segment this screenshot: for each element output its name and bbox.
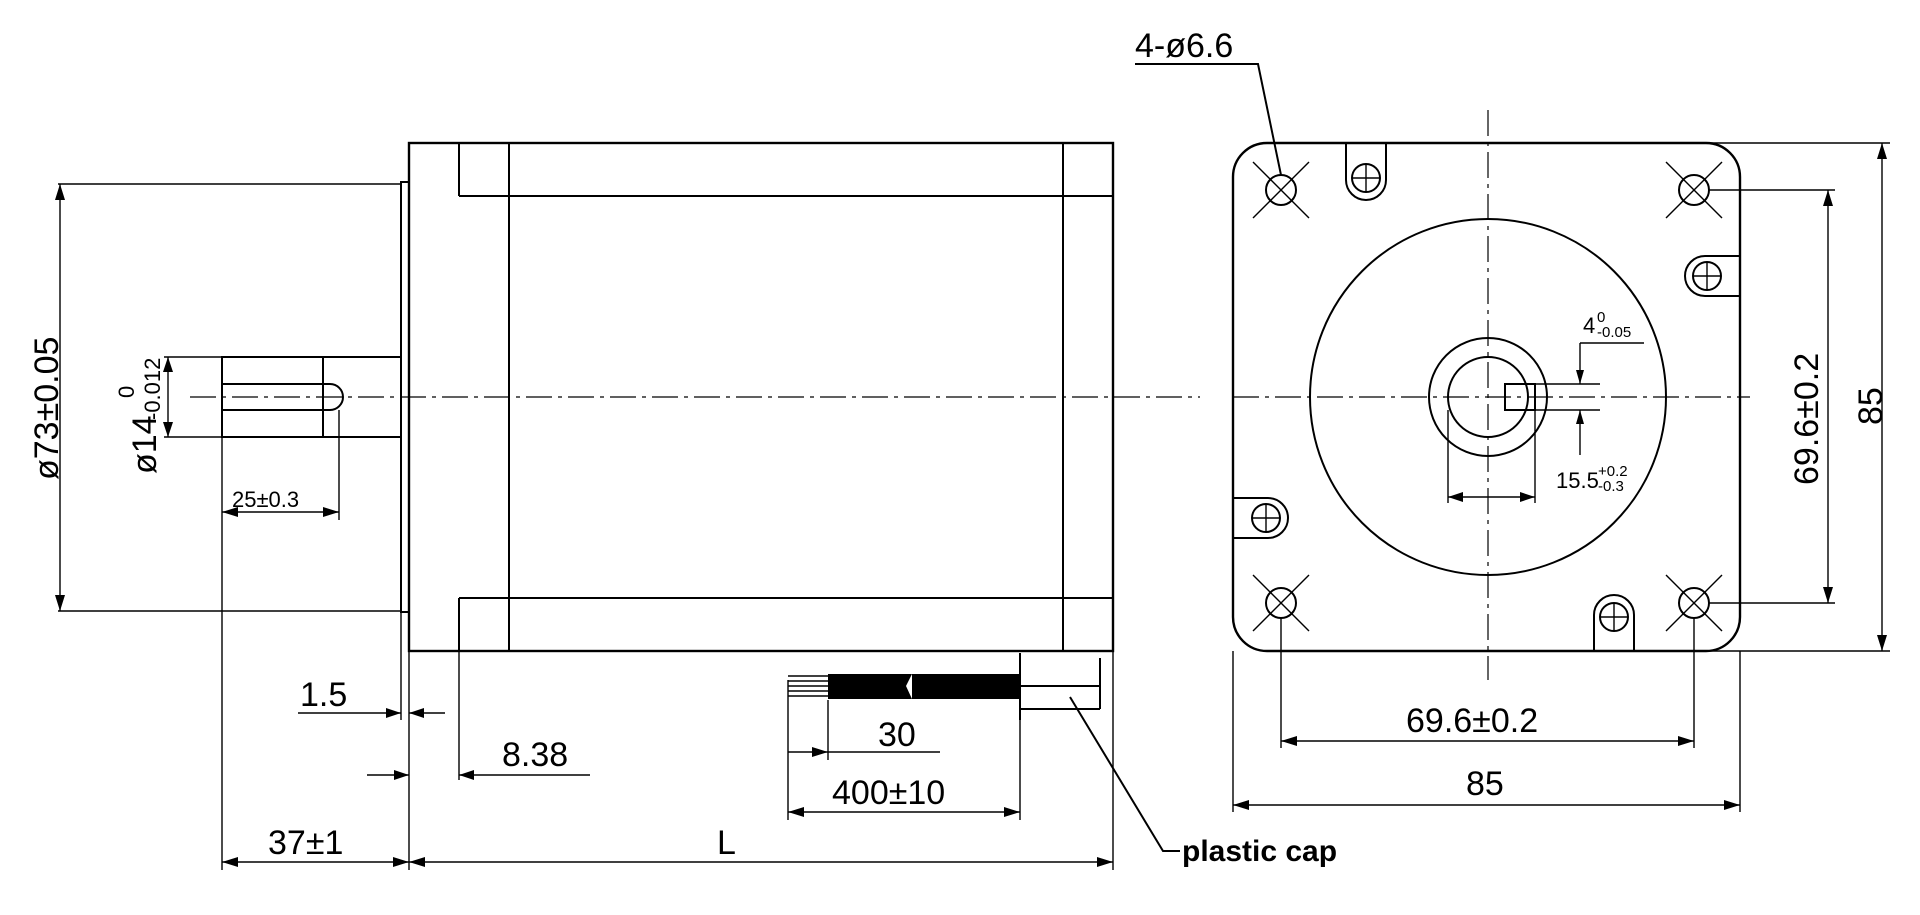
plastic-cap-label: plastic cap	[1182, 835, 1337, 868]
key-depth-tol-upper: +0.2	[1598, 463, 1628, 480]
shaft-diameter-label: ø14	[126, 415, 164, 474]
mounting-holes	[1252, 161, 1723, 632]
frame-size-v-label: 85	[1852, 387, 1890, 425]
side-view: ø73±0.05 ø14 0 -0.012 25±0.3 1.5	[28, 141, 1337, 870]
shaft-inner-circle	[1447, 356, 1529, 438]
screw-recesses	[1233, 143, 1740, 651]
shaft-tol-lower: -0.012	[140, 358, 165, 420]
shaft-outer-circle	[1428, 337, 1548, 457]
front-key	[1504, 383, 1536, 411]
lead-strip-label: 30	[878, 716, 916, 754]
hole-pitch-v-label: 69.6±0.2	[1788, 353, 1826, 485]
plastic-cap-leader	[1069, 696, 1180, 852]
front-view: 4-ø6.6 4 0 -0.05 15.5 +0.2 -0.3 69.6±0.2	[1135, 27, 1890, 812]
shaft-tol-upper: 0	[114, 386, 139, 398]
key-length-label: 25±0.3	[232, 487, 299, 512]
lead-wire	[788, 653, 1101, 720]
key-width-tol-upper: 0	[1597, 309, 1605, 326]
key-width-tol-lower: -0.05	[1597, 324, 1631, 341]
hole-pitch-h-label: 69.6±0.2	[1406, 702, 1538, 740]
pilot-offset-label: 8.38	[502, 736, 568, 774]
pilot-circle	[1309, 218, 1667, 576]
key-width-label: 4	[1583, 313, 1595, 338]
holes-label: 4-ø6.6	[1135, 27, 1233, 65]
shaft	[221, 356, 324, 438]
body-length-label: L	[717, 824, 736, 862]
flange-thickness-label: 1.5	[300, 676, 347, 714]
holes-leader	[1135, 63, 1282, 176]
shaft-length-label: 37±1	[268, 824, 343, 862]
lead-length-label: 400±10	[832, 774, 945, 812]
shaft-keyway	[222, 383, 344, 411]
key-depth-label: 15.5	[1556, 468, 1599, 493]
frame-size-h-label: 85	[1466, 765, 1504, 803]
key-depth-tol-lower: -0.3	[1598, 478, 1624, 495]
body-diameter-label: ø73±0.05	[28, 337, 66, 480]
